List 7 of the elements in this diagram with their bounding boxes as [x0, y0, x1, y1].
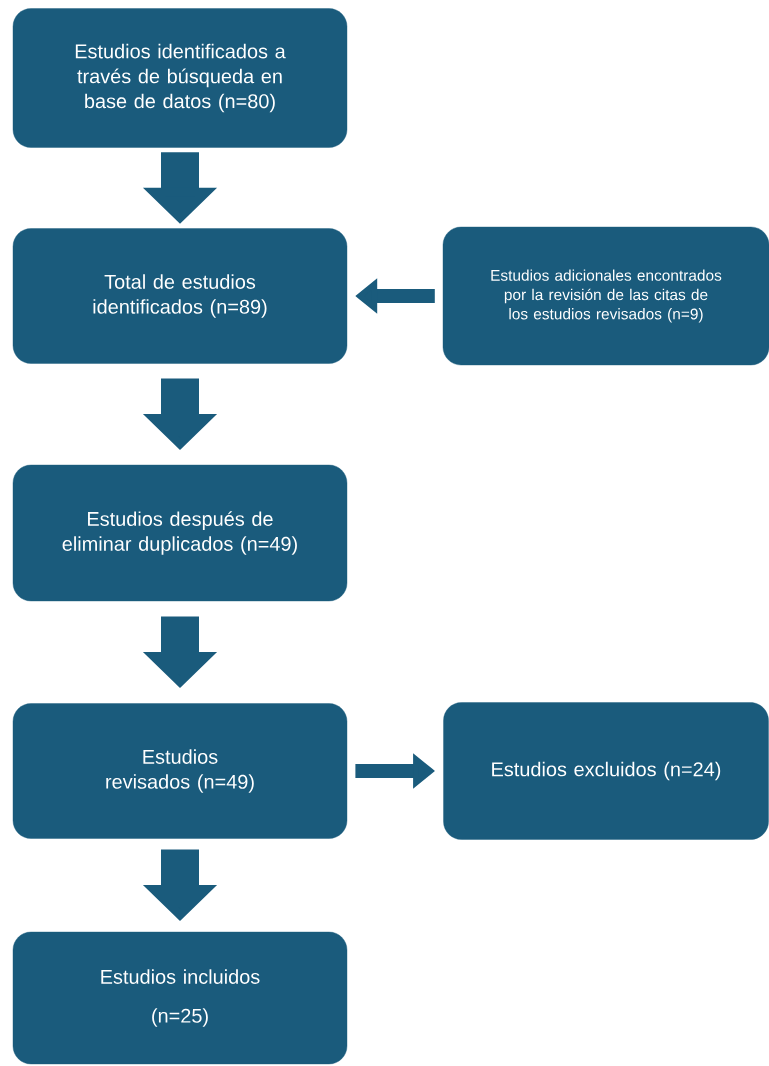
process-box: Estudios incluidos (n=25): [12, 931, 348, 1065]
process-box: Estudios revisados (n=49): [12, 703, 348, 839]
process-box: Total de estudios identificados (n=89): [12, 228, 348, 364]
process-box: Estudios adicionales encontrados por la revisión de las citas de los estudios revisados (n=9): [442, 226, 769, 366]
process-box: Estudios identificados a través de búsqueda en base de datos (n=80): [12, 8, 348, 148]
process-box: Estudios excluidos (n=24): [443, 702, 769, 840]
process-box: Estudios después de eliminar duplicados (n=49): [12, 464, 348, 602]
